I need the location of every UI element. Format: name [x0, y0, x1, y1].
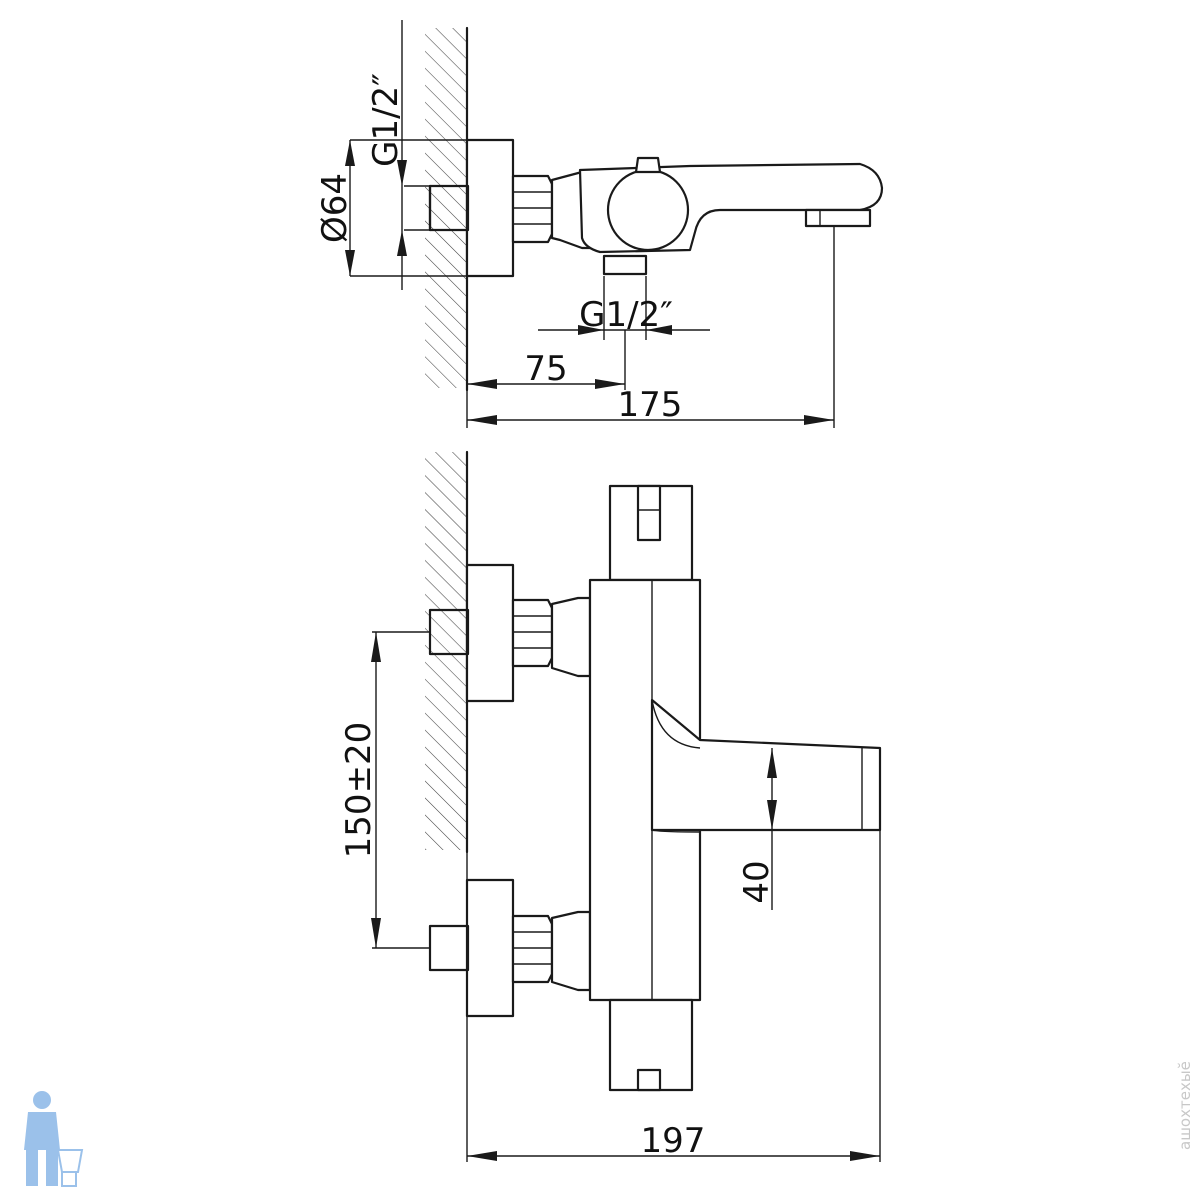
- dim-thread-top-label: G1/2″: [366, 73, 406, 167]
- dim-thread-bottom-label: G1/2″: [579, 295, 673, 335]
- dim-depth-label: 175: [618, 385, 683, 425]
- spout-outlet-side: [804, 208, 872, 228]
- bottom-handle-marker: [636, 1068, 662, 1092]
- bottom-outlet-side: [602, 254, 648, 276]
- bottom-handle: [608, 998, 694, 1092]
- spout-curve-upper: [651, 699, 701, 749]
- knob-marker: [634, 156, 662, 174]
- top-handle-marker: [636, 484, 662, 542]
- threaded-pipe-lower: [428, 924, 470, 972]
- plumber-logo: [24, 1091, 84, 1187]
- body-front: [588, 578, 702, 1002]
- collar-lower: [550, 910, 592, 992]
- wall-flange-lower: [465, 878, 515, 1018]
- side-view: G1/2″ Ø64 G1/2″ 75 175: [315, 20, 884, 428]
- watermark-text: ашохтехыӗ: [1176, 1061, 1194, 1150]
- wall-flange-upper: [465, 563, 515, 703]
- hex-nut-top: [511, 174, 554, 244]
- wall-hatch-bottom: [425, 452, 467, 850]
- front-view: 150±20 40 197: [339, 450, 882, 1162]
- hex-nut-lower: [511, 914, 554, 984]
- dim-width-label: 197: [641, 1121, 706, 1161]
- wall-flange-top: [465, 138, 515, 278]
- dim-offset-label: 75: [524, 349, 567, 389]
- wall-hatch-top: [425, 28, 467, 388]
- collar-upper: [550, 596, 592, 678]
- hex-nut-upper: [511, 598, 554, 668]
- thermostat-knob-side: [606, 168, 690, 252]
- dim-height-label: 40: [737, 860, 777, 903]
- spout-curve-lower: [651, 829, 701, 833]
- dim-diameter-label: Ø64: [315, 173, 355, 243]
- dim-spacing-label: 150±20: [339, 722, 379, 859]
